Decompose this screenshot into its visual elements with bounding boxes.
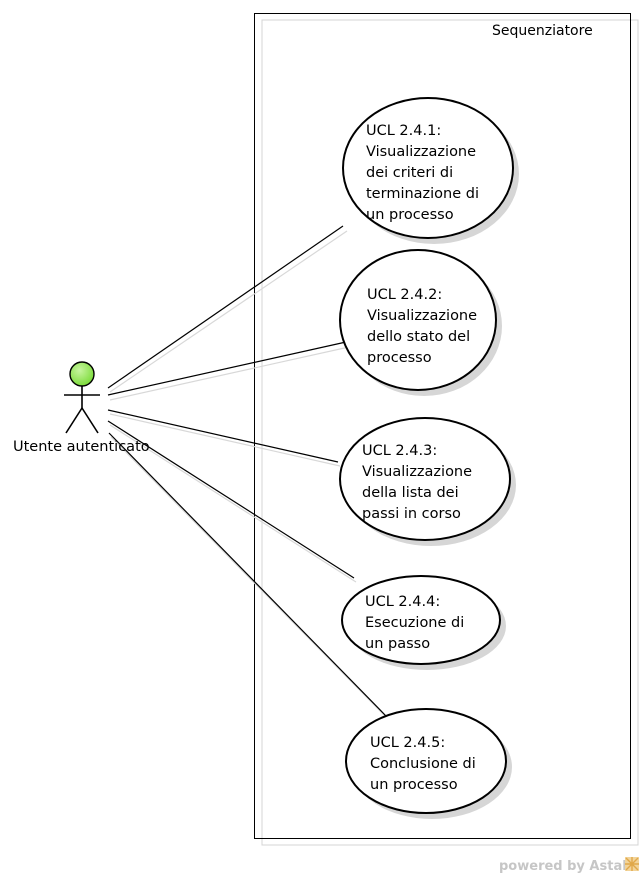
use-case-label: UCL 2.4.1: Visualizzazione dei criteri d… <box>366 123 484 223</box>
boundary-title: Sequenziatore <box>492 23 593 39</box>
astah-logo-icon <box>625 857 639 871</box>
actor-head <box>69 361 95 387</box>
actor-label: Utente autenticato <box>13 439 150 455</box>
use-case-ucl-2-4-2[interactable]: UCL 2.4.2: Visualizzazione dello stato d… <box>339 249 502 396</box>
powered-by-text: powered by Astah <box>499 859 631 874</box>
use-case-label: UCL 2.4.4: Esecuzione di un passo <box>365 594 469 652</box>
use-case-label: UCL 2.4.2: Visualizzazione dello stato d… <box>367 287 482 366</box>
use-case-ucl-2-4-5[interactable]: UCL 2.4.5: Conclusione di un processo <box>345 708 512 819</box>
use-case-ucl-2-4-1[interactable]: UCL 2.4.1: Visualizzazione dei criteri d… <box>342 97 519 244</box>
system-boundary: Sequenziatore <box>254 13 639 846</box>
use-case-label: UCL 2.4.3: Visualizzazione della lista d… <box>362 443 477 522</box>
actor-figure <box>64 361 100 434</box>
use-case-ucl-2-4-3[interactable]: UCL 2.4.3: Visualizzazione della lista d… <box>339 417 516 546</box>
associations <box>107 225 390 721</box>
use-case-label: UCL 2.4.5: Conclusione di un processo <box>370 735 480 793</box>
use-case-ucl-2-4-4[interactable]: UCL 2.4.4: Esecuzione di un passo <box>341 575 506 670</box>
powered-by-watermark: powered by Astah <box>499 857 639 874</box>
actor-utente-autenticato[interactable]: Utente autenticato <box>13 361 150 455</box>
